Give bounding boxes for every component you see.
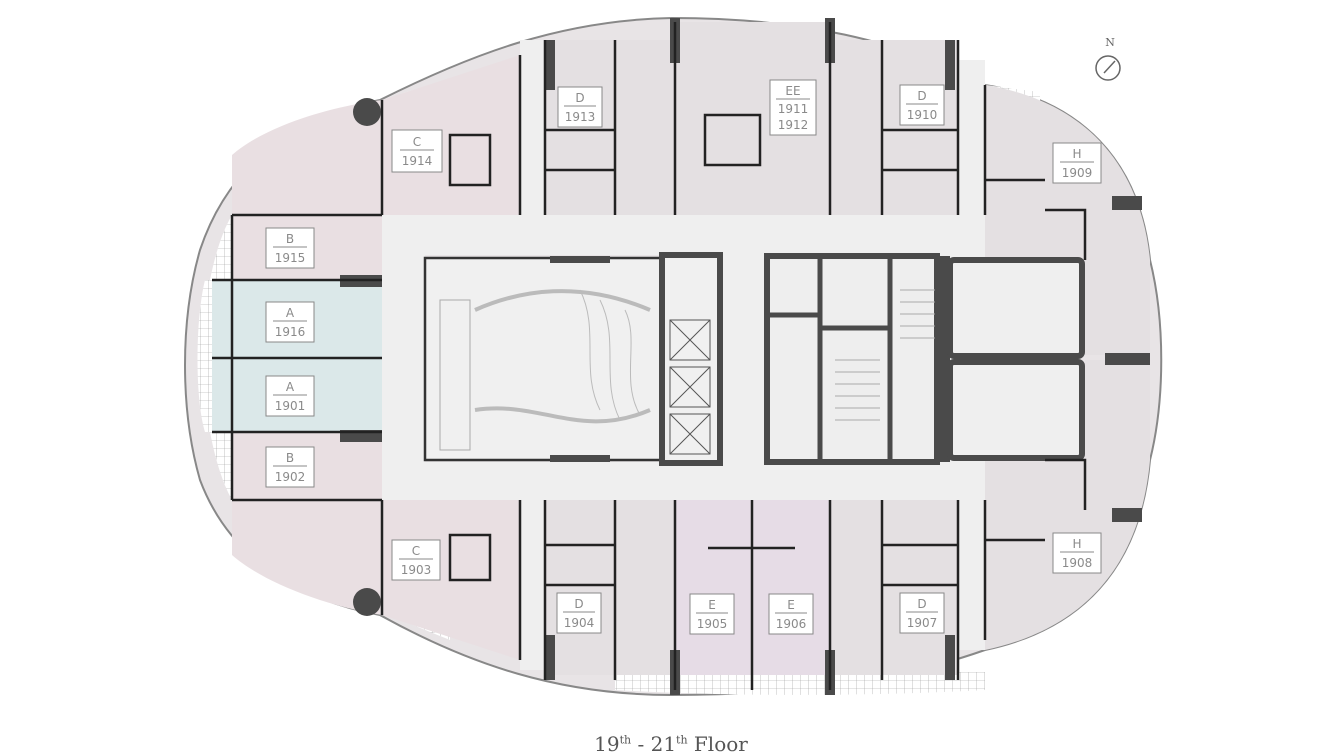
core-right xyxy=(764,253,1085,465)
svg-text:D: D xyxy=(575,91,584,105)
north-label: N xyxy=(1105,36,1115,49)
svg-text:1913: 1913 xyxy=(565,110,596,124)
floor-word: Floor xyxy=(687,732,748,756)
svg-text:1914: 1914 xyxy=(402,154,433,168)
svg-text:D: D xyxy=(574,597,583,611)
from-floor: 19 xyxy=(594,732,620,756)
svg-text:1912: 1912 xyxy=(778,118,809,132)
unit-label-1913[interactable]: D 1913 xyxy=(557,86,603,128)
svg-text:D: D xyxy=(917,89,926,103)
unit-label-1911-1912[interactable]: EE 1911 1912 xyxy=(769,79,817,136)
unit-label-1914[interactable]: C 1914 xyxy=(391,129,443,173)
unit-label-1906[interactable]: E 1906 xyxy=(768,593,814,635)
balcony-west-lower xyxy=(210,432,232,500)
svg-text:1905: 1905 xyxy=(697,617,728,631)
unit-label-1905[interactable]: E 1905 xyxy=(689,593,735,635)
elevator-core-left xyxy=(659,252,723,466)
svg-text:1903: 1903 xyxy=(401,563,432,577)
svg-text:1902: 1902 xyxy=(275,470,306,484)
svg-text:1908: 1908 xyxy=(1062,556,1093,570)
north-compass: N xyxy=(1090,36,1130,92)
unit-label-1916[interactable]: A 1916 xyxy=(265,301,315,343)
svg-text:A: A xyxy=(286,306,295,320)
balcony-west-upper xyxy=(210,215,232,280)
unit-label-1903[interactable]: C 1903 xyxy=(391,539,441,581)
separator: - xyxy=(631,732,651,756)
svg-text:1910: 1910 xyxy=(907,108,938,122)
svg-text:1916: 1916 xyxy=(275,325,306,339)
svg-text:B: B xyxy=(286,451,294,465)
to-floor: 21 xyxy=(650,732,677,756)
svg-text:C: C xyxy=(413,135,421,149)
svg-text:A: A xyxy=(286,380,295,394)
svg-text:H: H xyxy=(1072,147,1081,161)
to-suffix: th xyxy=(676,733,688,747)
svg-text:1904: 1904 xyxy=(564,616,595,630)
unit-label-1910[interactable]: D 1910 xyxy=(899,84,945,126)
balcony-bottom xyxy=(615,672,985,695)
unit-label-1907[interactable]: D 1907 xyxy=(899,592,945,634)
svg-text:H: H xyxy=(1072,537,1081,551)
svg-text:1915: 1915 xyxy=(275,251,306,265)
unit-label-1908[interactable]: H 1908 xyxy=(1052,532,1102,574)
svg-text:1911: 1911 xyxy=(778,102,809,116)
corridor xyxy=(382,215,985,500)
floor-title: 19th - 21th Floor xyxy=(0,732,1342,756)
compass-icon xyxy=(1095,55,1121,81)
svg-text:E: E xyxy=(708,598,716,612)
svg-text:1901: 1901 xyxy=(275,399,306,413)
unit-label-1901[interactable]: A 1901 xyxy=(265,375,315,417)
from-suffix: th xyxy=(619,733,632,747)
svg-text:B: B xyxy=(286,232,294,246)
svg-text:D: D xyxy=(917,597,926,611)
svg-text:EE: EE xyxy=(785,84,800,98)
svg-text:1907: 1907 xyxy=(907,616,938,630)
walls xyxy=(212,22,1087,690)
svg-text:E: E xyxy=(787,598,795,612)
unit-label-1909[interactable]: H 1909 xyxy=(1052,142,1102,184)
svg-text:C: C xyxy=(412,544,420,558)
unit-label-1915[interactable]: B 1915 xyxy=(265,227,315,269)
unit-label-1904[interactable]: D 1904 xyxy=(556,592,602,634)
atrium xyxy=(423,256,663,462)
unit-label-1902[interactable]: B 1902 xyxy=(265,446,315,488)
svg-text:1906: 1906 xyxy=(776,617,807,631)
svg-text:1909: 1909 xyxy=(1062,166,1093,180)
